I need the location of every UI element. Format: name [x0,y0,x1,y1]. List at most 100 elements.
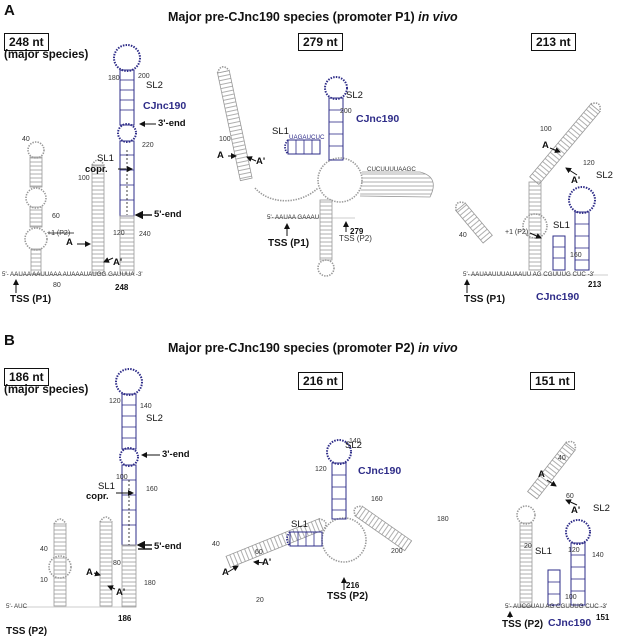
sl1-279 [284,139,321,155]
sl2-279 [324,76,348,161]
length-box-216: 216 nt [298,372,343,390]
hairpin-a-216 [225,518,327,568]
hairpin-left-213 [455,201,493,244]
hairpin-a-279 [216,66,253,182]
tss-p2-label-279: TSS (P2) [339,234,372,243]
a-prime-label-186: A' [116,587,126,598]
three-prime-end-label-186: 3'-end [162,449,190,460]
tss-label-186: TSS (P2) [6,626,48,637]
nt-number-100-248: 100 [78,175,90,182]
sequence-tail-186: 5'- AUC [6,603,28,610]
panel-letter-b: B [4,332,15,349]
copr-label-186: copr. [86,491,109,502]
nt-number-120-248: 120 [113,230,125,237]
tss-label-279: TSS (P1) [268,238,310,249]
a-prime-label-279: A' [256,156,266,167]
tss-label-151: TSS (P2) [502,619,544,630]
nt-number-140-151: 140 [592,552,604,559]
tss-label-248: TSS (P1) [10,294,52,305]
nt-number-60-216: 60 [255,549,263,556]
nt-number-180-248: 180 [108,75,120,82]
sl2-151 [565,519,591,606]
panel-b-title: Major pre-CJnc190 species (promoter P2) … [168,341,458,355]
sl2-label-216: SL2 [345,440,362,451]
structure-186nt [22,368,160,608]
a-label-279: A [217,150,224,161]
structure-216nt [225,439,413,590]
a-label-213: A [542,140,549,151]
sl1-label-151: SL1 [535,546,552,557]
nt-number-160-216: 160 [371,496,383,503]
end-number-279: 279 [350,227,364,236]
cjnc190-label-279: CJnc190 [356,113,400,125]
tss-label-213: TSS (P1) [464,294,506,305]
a-prime-label-248: A' [113,257,123,268]
a-label-186: A [86,567,93,578]
sl1-213 [552,235,566,271]
copr-label-248: copr. [85,164,108,175]
nt-number-120-216: 120 [315,466,327,473]
hairpin-a-248 [91,159,105,274]
nt-number-100-279: 100 [219,136,231,143]
nt-number-120-151: 120 [568,547,580,554]
a-label-248: A [66,237,73,248]
cjnc190-stem-186 [115,368,143,608]
length-box-186: 186 nt [4,368,49,386]
hairpin-left-248 [24,141,48,275]
cjnc190-stem-248 [113,44,141,275]
end-number-248: 248 [115,283,129,292]
sl1-216 [286,531,323,547]
length-box-279: 279 nt [298,33,343,51]
nt-number-100-213: 100 [540,126,552,133]
sl1-label-186: SL1 [98,481,115,492]
panel-letter-a: A [4,2,15,19]
nt-number-240-248: 240 [139,231,151,238]
plus1-label-248: +1 (P2) [47,230,71,237]
nt-number-220-248: 220 [142,142,154,149]
tss-label-216: TSS (P2) [327,591,369,602]
sl2-label-186: SL2 [146,413,163,424]
sequence-tail-279: 5'- AAUAA GAAAU [267,214,320,221]
sl2-label-248: SL2 [146,80,163,91]
structure-248nt [13,44,156,293]
length-box-151: 151 nt [530,372,575,390]
nt-number-10-186: 10 [40,577,48,584]
a-prime-label-216: A' [262,557,272,568]
a-prime-label-151: A' [571,505,581,516]
sl2-label-279: SL2 [346,90,363,101]
nt-number-200-279: 200 [340,108,352,115]
five-prime-end-label-248: 5'-end [154,209,182,220]
structure-279nt [216,66,434,277]
end-number-151: 151 [596,613,610,622]
nt-number-180-186: 180 [144,580,156,587]
structure-151nt [506,440,606,618]
nt-number-180-216: 180 [437,516,449,523]
panel-a-title-main: Major pre-CJnc190 species (promoter P1) [168,10,419,24]
nt-number-40-213: 40 [459,232,467,239]
sl1-label-213: SL1 [553,220,570,231]
major-species-label-a: (major species) [4,49,89,61]
panel-b-title-main: Major pre-CJnc190 species (promoter P2) [168,341,419,355]
nt-number-140-216: 140 [349,438,361,445]
nt-number-20-216: 20 [256,597,264,604]
cjnc190-label-216: CJnc190 [358,465,402,477]
nt-number-60-248: 60 [52,213,60,220]
hairpin-a-213 [529,102,602,186]
sl1-label-279: SL1 [272,126,289,137]
five-prime-end-label-186: 5'-end [154,541,182,552]
a-label-151: A [538,469,545,480]
nt-number-40-216: 40 [212,541,220,548]
nt-number-80-186: 80 [113,560,121,567]
plus1-label-213: +1 (P2) [505,229,529,236]
panel-b-title-italic: in vivo [418,341,458,355]
nt-number-160-213: 160 [570,252,582,259]
cjnc190-label-213: CJnc190 [536,291,580,303]
nt-number-40-151: 40 [558,455,566,462]
length-box-248: 248 nt [4,33,49,51]
end-number-213: 213 [588,280,602,289]
nt-number-100-151: 100 [565,594,577,601]
nt-number-120-186: 120 [109,398,121,405]
nt-number-160-186: 160 [146,486,158,493]
nt-number-120-213: 120 [583,160,595,167]
